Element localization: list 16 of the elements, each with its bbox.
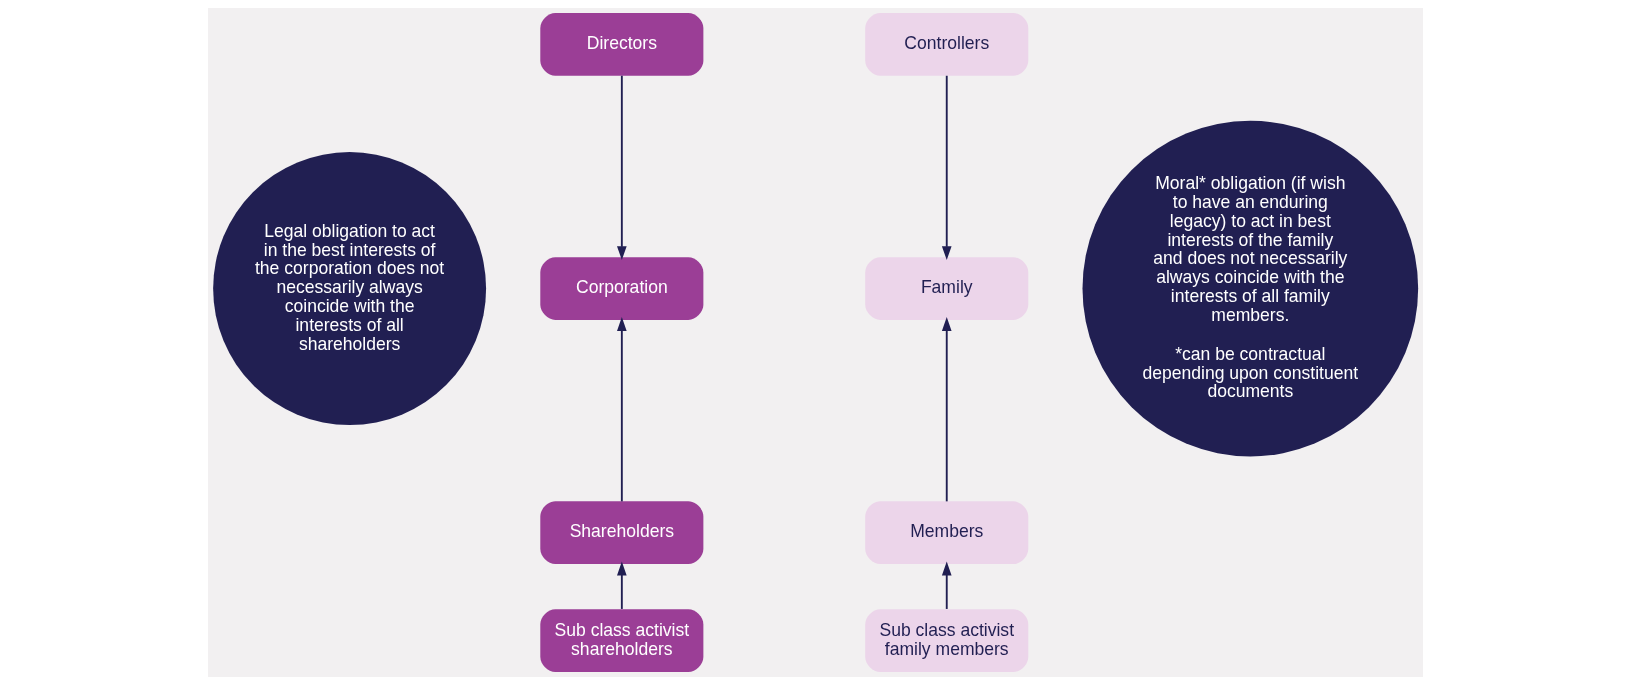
arrow bbox=[617, 317, 627, 503]
node-box: Shareholders bbox=[540, 501, 704, 565]
node-box: Family bbox=[865, 257, 1029, 320]
node-box: Sub class activist family members bbox=[865, 609, 1029, 672]
arrow bbox=[941, 317, 952, 503]
node-box: Members bbox=[865, 501, 1029, 565]
node-box: Directors bbox=[540, 13, 704, 76]
node-box: Corporation bbox=[540, 257, 704, 320]
node-box: Sub class activist shareholders bbox=[540, 609, 704, 672]
arrow bbox=[941, 561, 952, 610]
arrow bbox=[617, 74, 627, 261]
node-box: Controllers bbox=[865, 13, 1029, 76]
arrow bbox=[617, 561, 627, 610]
node-circle: Moral* obligation (if wish to have an enduring legacy) to act in best interests of the family and does not necessarily always coincide with the interests of all family members. *can be contractual depending upon constituent documents bbox=[1082, 120, 1419, 457]
arrow bbox=[941, 74, 952, 261]
node-circle: Legal obligation to act in the best interests of the corporation does not necessarily always coincide with the interests of all shareholders bbox=[213, 152, 487, 426]
